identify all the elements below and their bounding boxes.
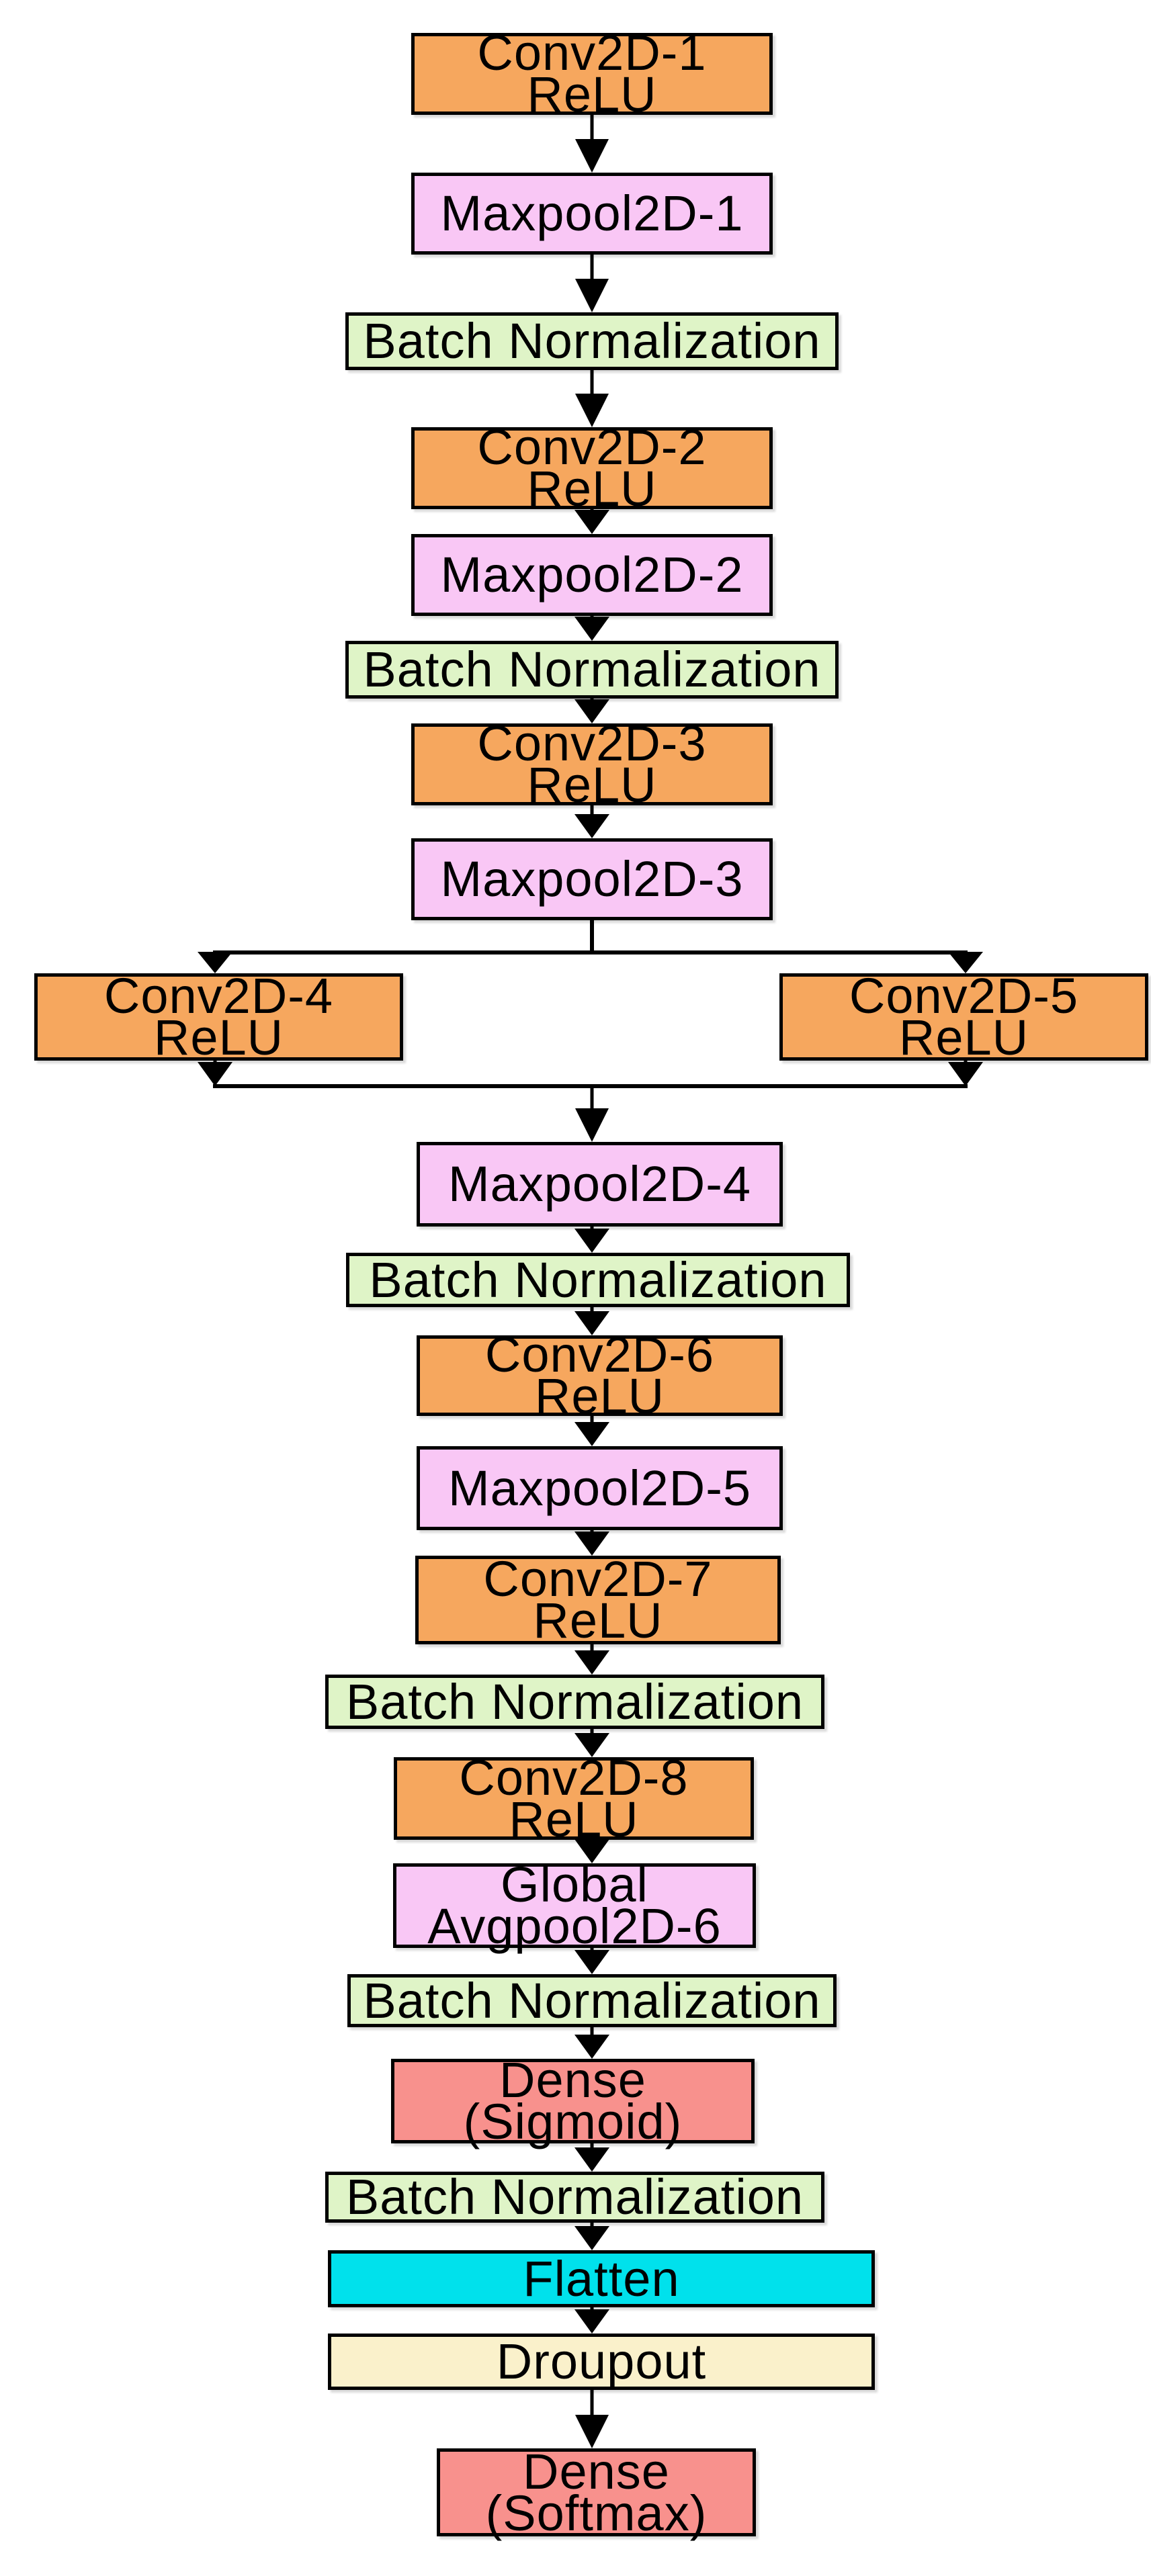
arrow-head (574, 1733, 609, 1757)
arrow-head (575, 1108, 609, 1142)
node-conv2d-4: Conv2D-4 ReLU (34, 971, 403, 1063)
node-batchnorm-4: Batch Normalization (325, 1675, 824, 1729)
node-maxpool2d-1: Maxpool2D-1 (411, 173, 773, 255)
arrow-head (574, 1650, 609, 1675)
arrow-head (575, 279, 609, 312)
arrow-head (574, 1229, 609, 1253)
arrow-head (575, 2415, 609, 2448)
node-dropout: Droupout (328, 2334, 875, 2390)
arrow-head (575, 139, 609, 173)
node-batchnorm-1: Batch Normalization (345, 312, 839, 370)
arrow-head (948, 1062, 983, 1086)
node-conv2d-5: Conv2D-5 ReLU (779, 971, 1148, 1063)
arrow-head (198, 1062, 232, 1086)
node-conv2d-1: Conv2D-1 ReLU (411, 28, 773, 120)
node-batchnorm-5: Batch Normalization (347, 1974, 837, 2027)
node-global-avgpool2d-6: Global Avgpool2D-6 (393, 1860, 756, 1951)
node-maxpool2d-4: Maxpool2D-4 (417, 1142, 783, 1227)
arrow-head (574, 699, 609, 723)
node-batchnorm-3: Batch Normalization (346, 1253, 850, 1307)
node-maxpool2d-5: Maxpool2D-5 (417, 1446, 783, 1530)
node-conv2d-3: Conv2D-3 ReLU (411, 719, 773, 810)
arrow-head (574, 1950, 609, 1974)
arrow-head (948, 952, 983, 973)
node-maxpool2d-3: Maxpool2D-3 (411, 838, 773, 920)
node-conv2d-7: Conv2D-7 ReLU (415, 1554, 781, 1646)
node-conv2d-8: Conv2D-8 ReLU (394, 1752, 754, 1844)
arrow-head (574, 510, 609, 534)
node-batchnorm-2: Batch Normalization (345, 641, 839, 699)
arrow-head (198, 952, 232, 973)
arrow-head (574, 814, 609, 838)
arrow-head (574, 2226, 609, 2250)
node-dense-softmax: Dense (Softmax) (437, 2446, 756, 2538)
arrow-head (574, 1422, 609, 1446)
arrow-head (574, 2309, 609, 2334)
arrow-head (575, 394, 609, 427)
node-dense-sigmoid: Dense (Sigmoid) (391, 2055, 755, 2147)
arrow-head (574, 2147, 609, 2172)
arrow-head (574, 1531, 609, 1556)
arrow-head (574, 617, 609, 641)
node-batchnorm-6: Batch Normalization (325, 2172, 824, 2223)
arrow-head (574, 2035, 609, 2059)
arrow-head (574, 1839, 609, 1863)
node-conv2d-6: Conv2D-6 ReLU (417, 1330, 783, 1421)
node-flatten: Flatten (328, 2250, 875, 2307)
node-maxpool2d-2: Maxpool2D-2 (411, 534, 773, 616)
node-conv2d-2: Conv2D-2 ReLU (411, 423, 773, 514)
arrow-head (574, 1311, 609, 1335)
